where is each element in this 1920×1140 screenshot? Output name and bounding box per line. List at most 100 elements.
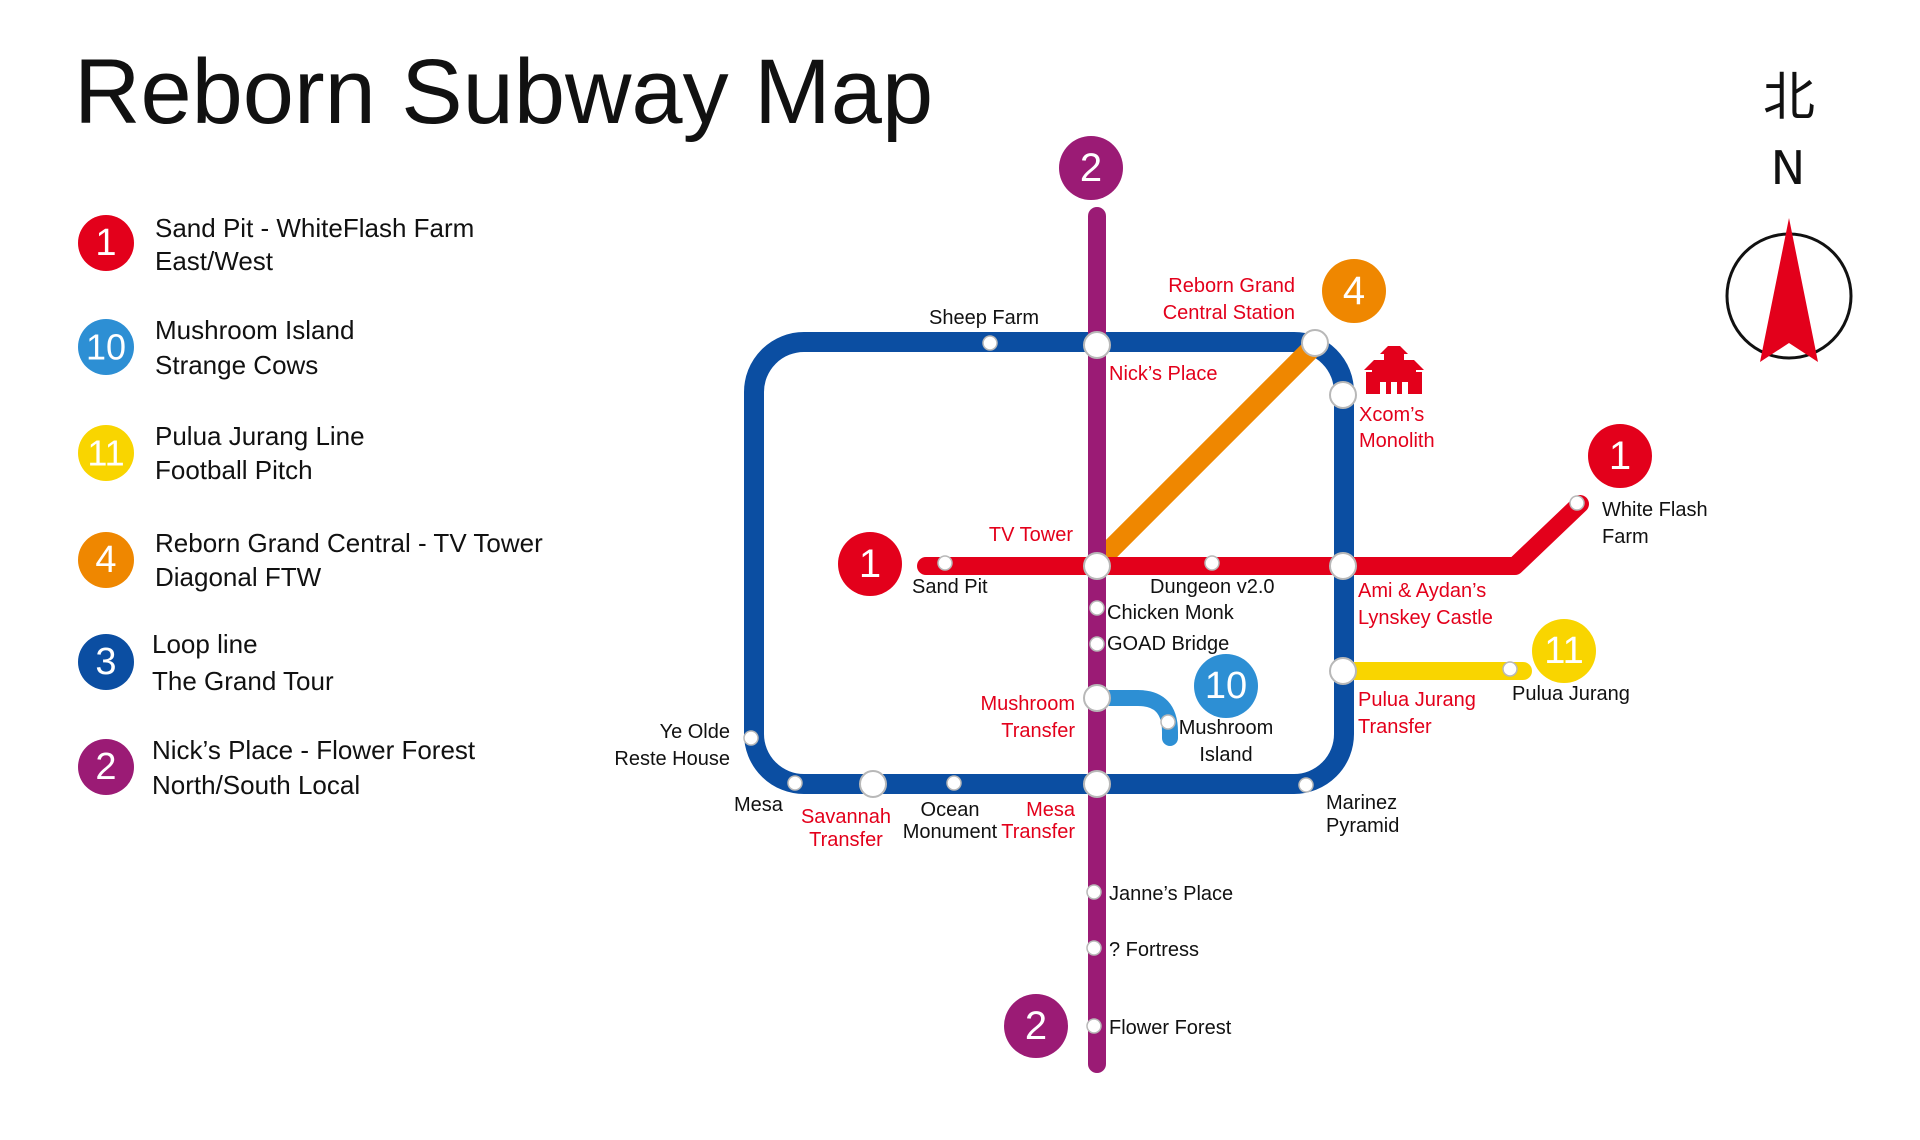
regular-stations	[743, 335, 1585, 1034]
station-sheep-farm[interactable]	[982, 335, 998, 351]
line-4-legend-name: Reborn Grand Central - TV Tower	[155, 528, 543, 558]
compass-chinese-north: 北	[1763, 68, 1815, 128]
label-pulua-transfer-2: Transfer	[1358, 716, 1432, 738]
station-mesa[interactable]	[787, 775, 803, 791]
line-2-legend-name: Nick’s Place - Flower Forest	[152, 735, 476, 765]
label-fortress: ? Fortress	[1109, 939, 1199, 961]
line-10-legend-desc: Strange Cows	[155, 350, 318, 380]
station-ami-aydans-lynskey-castle[interactable]	[1329, 552, 1357, 580]
label-marinez-2: Pyramid	[1326, 815, 1399, 837]
station-sand-pit[interactable]	[937, 555, 953, 571]
label-mushroom-island-2: Island	[1199, 744, 1252, 766]
label-marinez-1: Marinez	[1326, 792, 1397, 814]
line-1-legend-badge	[78, 215, 134, 271]
line-10-legend-badge	[78, 319, 134, 375]
legend-item-line-2: 2 Nick’s Place - Flower Forest North/Sou…	[78, 735, 476, 800]
station-ye-olde-reste-house[interactable]	[743, 730, 759, 746]
line-11-badge-number: 11	[1544, 630, 1583, 672]
label-reborn-grand-1: Reborn Grand	[1168, 275, 1295, 297]
line-4-track	[1085, 335, 1325, 575]
label-tv-tower: TV Tower	[989, 524, 1073, 546]
compass: 北 N	[1725, 68, 1853, 362]
line-1-west-badge[interactable]	[838, 532, 902, 596]
compass-letter-n: N	[1771, 141, 1805, 195]
line-11-legend-desc: Football Pitch	[155, 455, 313, 485]
line-2-legend-number: 2	[95, 746, 116, 788]
station-dungeon[interactable]	[1204, 555, 1220, 571]
station-marinez-pyramid[interactable]	[1298, 777, 1314, 793]
station-pulua-jurang[interactable]	[1502, 661, 1518, 677]
line-4-legend-badge	[78, 532, 134, 588]
station-ocean-monument[interactable]	[946, 775, 962, 791]
station-xcom-monolith[interactable]	[1329, 381, 1357, 409]
station-goad-bridge[interactable]	[1089, 636, 1105, 652]
legend-item-line-4: 4 Reborn Grand Central - TV Tower Diagon…	[78, 528, 543, 592]
label-mushroom-transfer-1: Mushroom	[981, 693, 1075, 715]
label-mesa-transfer-2: Transfer	[1001, 821, 1075, 843]
line-10-badge-number: 10	[1205, 665, 1247, 707]
line-2-north-badge[interactable]	[1059, 136, 1123, 200]
label-savannah-2: Transfer	[809, 829, 883, 851]
line-4-legend-number: 4	[95, 539, 116, 581]
line-10-legend-number: 10	[86, 327, 126, 368]
line-1-west-badge-number: 1	[859, 542, 881, 586]
line-10-track	[1089, 690, 1178, 746]
label-jannes-place: Janne’s Place	[1109, 883, 1233, 905]
station-flower-forest[interactable]	[1086, 1018, 1102, 1034]
station-pulua-jurang-transfer[interactable]	[1329, 657, 1357, 685]
label-mesa-transfer-1: Mesa	[1026, 799, 1076, 821]
line-2-legend-badge	[78, 739, 134, 795]
legend-item-line-11: 11 Pulua Jurang Line Football Pitch	[78, 421, 365, 485]
label-mesa: Mesa	[734, 794, 784, 816]
station-mushroom-island[interactable]	[1160, 714, 1176, 730]
line-4-badge[interactable]	[1322, 259, 1386, 323]
label-ocean-2: Monument	[903, 821, 998, 843]
station-fortress[interactable]	[1086, 940, 1102, 956]
line-3-legend-badge	[78, 634, 134, 690]
label-savannah-1: Savannah	[801, 806, 891, 828]
line-10-badge[interactable]	[1194, 654, 1258, 718]
line-3-legend-number: 3	[95, 641, 116, 683]
label-pulua-jurang: Pulua Jurang	[1512, 683, 1630, 705]
line-11-legend-name: Pulua Jurang Line	[155, 421, 365, 451]
line-3-legend-name: Loop line	[152, 629, 258, 659]
label-xcom-2: Monolith	[1359, 430, 1435, 452]
line-4-legend-desc: Diagonal FTW	[155, 562, 322, 592]
label-goad-bridge: GOAD Bridge	[1107, 633, 1229, 655]
label-dungeon: Dungeon v2.0	[1150, 576, 1275, 598]
interchange-stations	[859, 329, 1357, 798]
station-jannes-place[interactable]	[1086, 884, 1102, 900]
station-reborn-grand-central[interactable]	[1301, 329, 1329, 357]
line-10-legend-name: Mushroom Island	[155, 315, 354, 345]
station-tv-tower[interactable]	[1083, 552, 1111, 580]
line-1-east-badge[interactable]	[1588, 424, 1652, 488]
xcom-monolith-gate-icon	[1364, 346, 1424, 394]
label-ocean-1: Ocean	[921, 799, 980, 821]
station-white-flash-farm[interactable]	[1569, 495, 1585, 511]
station-nicks-place[interactable]	[1083, 331, 1111, 359]
legend-item-line-10: 10 Mushroom Island Strange Cows	[78, 315, 354, 380]
station-labels: Sheep Farm Nick’s Place Reborn Grand Cen…	[614, 275, 1707, 1039]
station-chicken-monk[interactable]	[1089, 600, 1105, 616]
label-white-flash-1: White Flash	[1602, 499, 1708, 521]
line-1-east-badge-number: 1	[1609, 434, 1631, 478]
legend-item-line-3: 3 Loop line The Grand Tour	[78, 629, 334, 696]
line-2-south-badge-number: 2	[1025, 1004, 1047, 1048]
label-chicken-monk: Chicken Monk	[1107, 602, 1235, 624]
map-title: Reborn Subway Map	[74, 41, 933, 143]
label-pulua-transfer-1: Pulua Jurang	[1358, 689, 1476, 711]
label-ye-olde-1: Ye Olde	[660, 721, 730, 743]
station-savannah-transfer[interactable]	[859, 770, 887, 798]
legend-item-line-1: 1 Sand Pit - WhiteFlash Farm East/West	[78, 213, 474, 276]
station-mushroom-transfer[interactable]	[1083, 684, 1111, 712]
line-2-south-badge[interactable]	[1004, 994, 1068, 1058]
line-1-legend-number: 1	[95, 222, 116, 264]
label-xcom-1: Xcom’s	[1359, 404, 1424, 426]
station-mesa-transfer[interactable]	[1083, 770, 1111, 798]
line-11-badge[interactable]	[1532, 619, 1596, 683]
label-mushroom-transfer-2: Transfer	[1001, 720, 1075, 742]
label-ami-2: Lynskey Castle	[1358, 607, 1493, 629]
label-mushroom-island-1: Mushroom	[1179, 717, 1273, 739]
label-ami-1: Ami & Aydan’s	[1358, 580, 1486, 602]
